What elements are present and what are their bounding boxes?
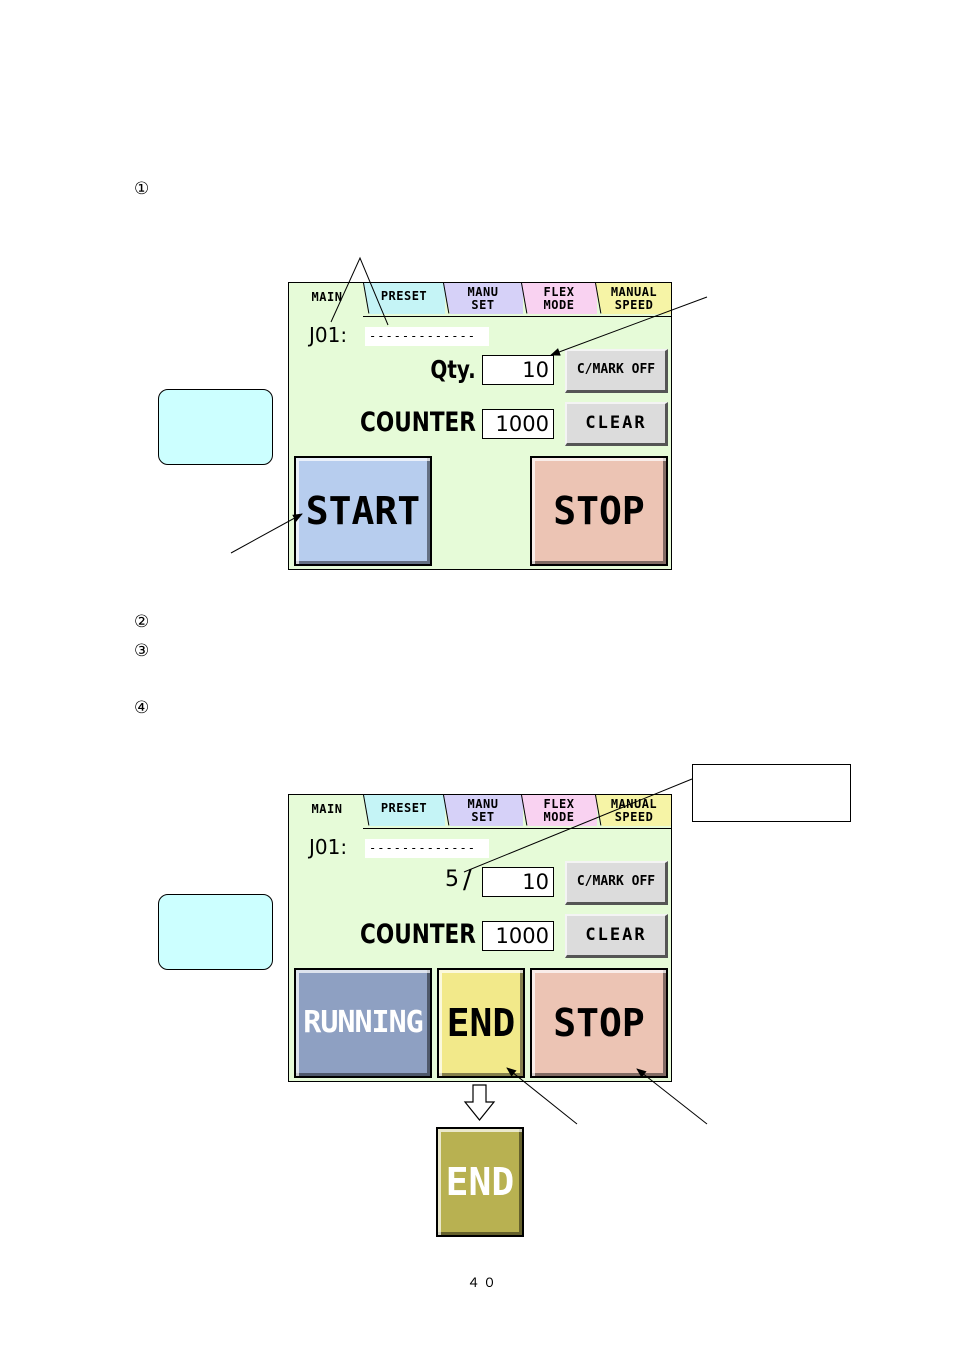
tab-set-label: SET [471, 810, 495, 824]
running-button[interactable]: RUNNING [294, 968, 432, 1078]
step-3-marker: ③ [134, 641, 150, 661]
stop-button[interactable]: STOP [530, 968, 668, 1078]
tab-flex-label: FLEX [543, 285, 575, 299]
stop-button[interactable]: STOP [530, 456, 668, 566]
clear-button[interactable]: CLEAR [565, 914, 668, 958]
tab-mode-label: MODE [543, 810, 575, 824]
qty-arrow [550, 296, 708, 356]
qty-input[interactable]: 10 [482, 867, 554, 897]
tab-speed-label: SPEED [614, 810, 654, 824]
end-arrow [506, 1067, 578, 1125]
job-label: J01: [309, 323, 348, 347]
tab-set-label: SET [471, 298, 495, 312]
counter-field: 1000 [482, 921, 554, 951]
job-name-field[interactable]: ------------- [365, 327, 489, 346]
progress-separator: / [463, 865, 472, 895]
job-name-leader [330, 256, 389, 326]
start-arrow [230, 513, 303, 554]
tab-manual-label: MANUAL [610, 285, 658, 299]
step-4-marker: ④ [134, 698, 150, 718]
tab-flex-label: FLEX [543, 797, 575, 811]
note-callout-1 [158, 389, 273, 465]
tab-preset-label: PRESET [380, 289, 428, 303]
job-name-field[interactable]: ------------- [365, 839, 489, 858]
start-button[interactable]: START [294, 456, 432, 566]
page-number: ４０ [467, 1276, 500, 1291]
cmark-off-button[interactable]: C/MARK OFF [565, 861, 668, 905]
tab-divider [363, 828, 671, 829]
counter-field: 1000 [482, 409, 554, 439]
stop-arrow [636, 1068, 708, 1125]
tab-main-label: MAIN [311, 290, 343, 304]
down-arrow-icon [463, 1084, 496, 1121]
tab-divider [363, 316, 671, 317]
tab-speed-label: SPEED [614, 298, 654, 312]
clear-button[interactable]: CLEAR [565, 402, 668, 446]
progress-leader [463, 778, 693, 873]
counter-label: COUNTER [360, 919, 476, 950]
cmark-off-button[interactable]: C/MARK OFF [565, 349, 668, 393]
tab-main-label: MAIN [311, 802, 343, 816]
job-label: J01: [309, 835, 348, 859]
tab-preset[interactable]: PRESET [363, 795, 445, 826]
step-2-marker: ② [134, 612, 150, 632]
qty-input[interactable]: 10 [482, 355, 554, 385]
counter-label: COUNTER [360, 407, 476, 438]
note-callout-2 [158, 894, 273, 970]
note-box [692, 764, 851, 822]
end-button[interactable]: END [437, 968, 525, 1078]
step-1-marker: ① [134, 179, 150, 199]
tab-main[interactable]: MAIN [291, 283, 363, 317]
tab-manu-label: MANU [467, 797, 499, 811]
progress-count: 5 [445, 867, 459, 892]
tab-main[interactable]: MAIN [291, 795, 363, 829]
end-button-pressed: END [436, 1127, 524, 1237]
tab-mode-label: MODE [543, 298, 575, 312]
tab-manu-label: MANU [467, 285, 499, 299]
tab-preset-label: PRESET [380, 801, 428, 815]
qty-label: Qty. [430, 355, 476, 384]
